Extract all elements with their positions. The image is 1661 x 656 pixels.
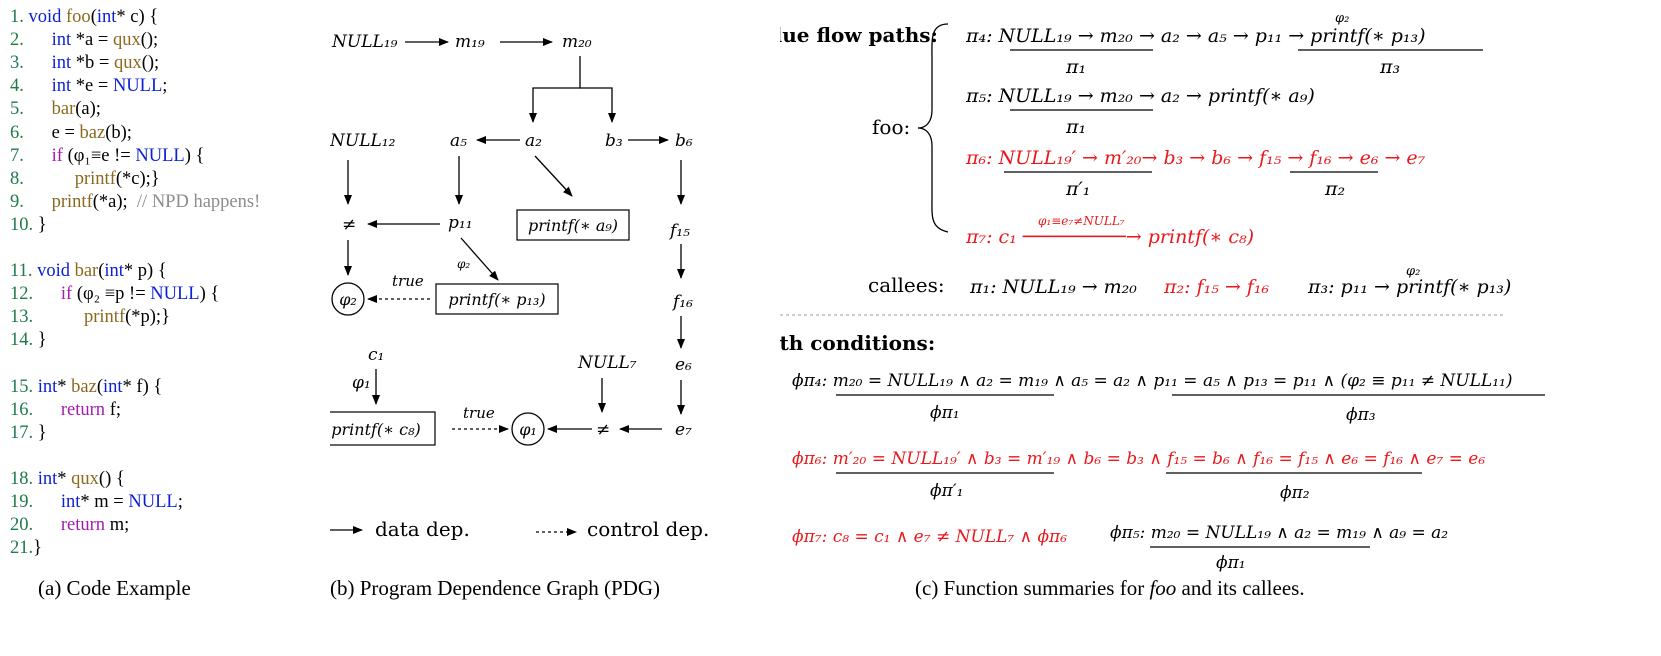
cond-phi-pi7: ϕπ₇: c₈ = c₁ ∧ e₇ ≠ NULL₇ ∧ ϕπ₆	[792, 527, 1067, 547]
node-circle-phi2	[331, 282, 365, 316]
brace	[917, 23, 949, 233]
code-line: 18. int* qux() {	[10, 469, 125, 489]
legend-data-dep-label: data dep.	[375, 517, 470, 541]
callee-pi2: π₂: f₁₅ → f₁₆	[1163, 276, 1269, 298]
node-printf-c8: printf(∗ c₈)	[331, 420, 420, 439]
label-pi1-prime: π′₁	[1065, 178, 1090, 200]
node-e7: e₇	[675, 420, 692, 440]
cond-phi-pi5: ϕπ₅: m₂₀ = NULL₁₉ ∧ a₂ = m₁₉ ∧ a₉ = a₂	[1110, 523, 1448, 543]
node-b6: b₆	[675, 131, 693, 151]
node-box-printf-c8	[330, 411, 436, 446]
label-cond-pi1-b: ϕπ₁	[1216, 553, 1246, 573]
code-line: 1. void foo(int* c) {	[10, 7, 159, 27]
label-cond-pi3: ϕπ₃	[1346, 405, 1376, 425]
edge-m20-b3	[580, 87, 616, 123]
path-pi7: π₇: c₁ ─────────→ printf(∗ c₈)	[965, 226, 1254, 248]
label-pi2: π₂	[1324, 178, 1345, 200]
node-a2: a₂	[525, 131, 542, 151]
node-null12: NULL₁₂	[330, 131, 396, 151]
node-phi2: φ₂	[339, 290, 357, 309]
node-f15: f₁₅	[668, 221, 690, 241]
label-pi1-b: π₁	[1065, 116, 1086, 138]
edge-label-true-1: true	[392, 272, 424, 290]
path-conditions-title: Path conditions:	[780, 331, 935, 355]
code-line: 4. int *e = NULL;	[10, 76, 168, 97]
label-cond-pi1-a: ϕπ₁	[930, 403, 960, 423]
path-pi6: π₆: NULL₁₉′ → m′₂₀→ b₃ → b₆ → f₁₅ → f₁₆ …	[965, 147, 1426, 169]
code-line: 7. if (φ₁≡e != NULL) {	[10, 145, 205, 166]
callee-pi1: π₁: NULL₁₉ → m₂₀	[969, 276, 1137, 298]
code-line: 14. }	[10, 330, 47, 351]
node-m20: m₂₀	[562, 32, 592, 52]
code-line: 8. printf(*c);}	[10, 168, 160, 189]
function-summaries-panel: Value flow paths: foo: π₄: NULL₁₉ → m₂₀ …	[780, 11, 1545, 573]
caption-pdg: (b) Program Dependence Graph (PDG)	[330, 576, 661, 600]
callee-pi3: π₃: p₁₁ → printf(∗ p₁₃)	[1307, 276, 1511, 298]
edge-label-phi2: φ₂	[457, 257, 470, 271]
code-line: 9. printf(*a); // NPD happens!	[10, 191, 261, 212]
edge-a2-printf-a9	[534, 155, 573, 197]
edge-m20-a2	[529, 56, 581, 123]
label-cond-pi1-prime: ϕπ′₁	[930, 481, 963, 501]
node-neq2: ≠	[596, 420, 610, 440]
caption-code-example: (a) Code Example	[38, 576, 191, 600]
node-null7: NULL₇	[577, 353, 637, 373]
label-phi2-arrow-b: φ₂	[1406, 264, 1420, 279]
node-null19: NULL₁₉	[331, 32, 398, 52]
node-m19: m₁₉	[455, 32, 485, 52]
code-line: 10. }	[10, 214, 47, 235]
cond-phi-pi4: ϕπ₄: m₂₀ = NULL₁₉ ∧ a₂ = m₁₉ ∧ a₅ = a₂ ∧…	[792, 371, 1512, 391]
node-a5: a₅	[450, 131, 467, 151]
foo-label: foo:	[872, 115, 910, 139]
caption-function-summaries: (c) Function summaries for foo and its c…	[915, 576, 1305, 600]
pdg-panel: NULL₁₉ m₁₉ m₂₀ NULL₁₂ a₅ a₂ b₃ b₆ ≠ p₁₁ …	[330, 32, 709, 541]
cond-phi-pi6: ϕπ₆: m′₂₀ = NULL₁₉′ ∧ b₃ = m′₁₉ ∧ b₆ = b…	[792, 449, 1485, 469]
code-line: 13. printf(*p);}	[10, 307, 170, 328]
node-b3: b₃	[605, 131, 623, 151]
label-phi2-arrow-a: φ₂	[1335, 11, 1349, 26]
code-line: 5. bar(a);	[10, 99, 101, 120]
node-printf-p13: printf(∗ p₁₃)	[448, 290, 545, 309]
code-line: 15. int* baz(int* f) {	[10, 376, 163, 397]
code-line: 2. int *a = qux();	[10, 30, 159, 51]
node-box-printf-a9	[516, 209, 630, 241]
callees-label: callees:	[868, 273, 945, 297]
node-box-printf-p13	[435, 283, 559, 315]
code-line: 11. void bar(int* p) {	[10, 261, 167, 282]
label-pi1-a: π₁	[1065, 56, 1086, 78]
node-f16: f₁₆	[671, 292, 693, 312]
node-e6: e₆	[675, 355, 692, 375]
code-line: 3. int *b = qux();	[10, 53, 160, 74]
node-c1: c₁	[368, 345, 384, 365]
path-pi4: π₄: NULL₁₉ → m₂₀ → a₂ → a₅ → p₁₁ → print…	[965, 25, 1426, 47]
node-neq1: ≠	[342, 215, 356, 235]
code-line: 20. return m;	[10, 515, 130, 536]
value-flow-paths-title: Value flow paths:	[780, 23, 938, 47]
legend-control-dep-label: control dep.	[587, 517, 709, 541]
code-line: 16. return f;	[10, 399, 121, 420]
node-phi1: φ₁	[519, 420, 537, 439]
label-pi7-condition: φ₁≡e₇≠NULL₇	[1038, 214, 1125, 228]
code-line: 6. e = baz(b);	[10, 122, 132, 143]
edge-p11-printf-p13	[460, 237, 499, 281]
code-line: 19. int* m = NULL;	[10, 492, 183, 513]
label-pi3: π₃	[1379, 56, 1400, 78]
code-line: 21.}	[10, 538, 43, 559]
code-line: 17. }	[10, 422, 47, 443]
node-circle-phi1	[511, 412, 545, 446]
node-p11: p₁₁	[448, 213, 473, 233]
node-phi1-label: φ₁	[352, 373, 371, 393]
code-line: 12. if (φ₂ ≡p != NULL) {	[10, 284, 220, 305]
label-cond-pi2: ϕπ₂	[1280, 483, 1310, 503]
path-pi5: π₅: NULL₁₉ → m₂₀ → a₂ → printf(∗ a₉)	[965, 85, 1315, 107]
node-printf-a9: printf(∗ a₉)	[528, 216, 618, 235]
edge-label-true-2: true	[463, 404, 495, 422]
code-example-panel: 1. void foo(int* c) { 2. int *a = qux();3…	[10, 6, 340, 616]
